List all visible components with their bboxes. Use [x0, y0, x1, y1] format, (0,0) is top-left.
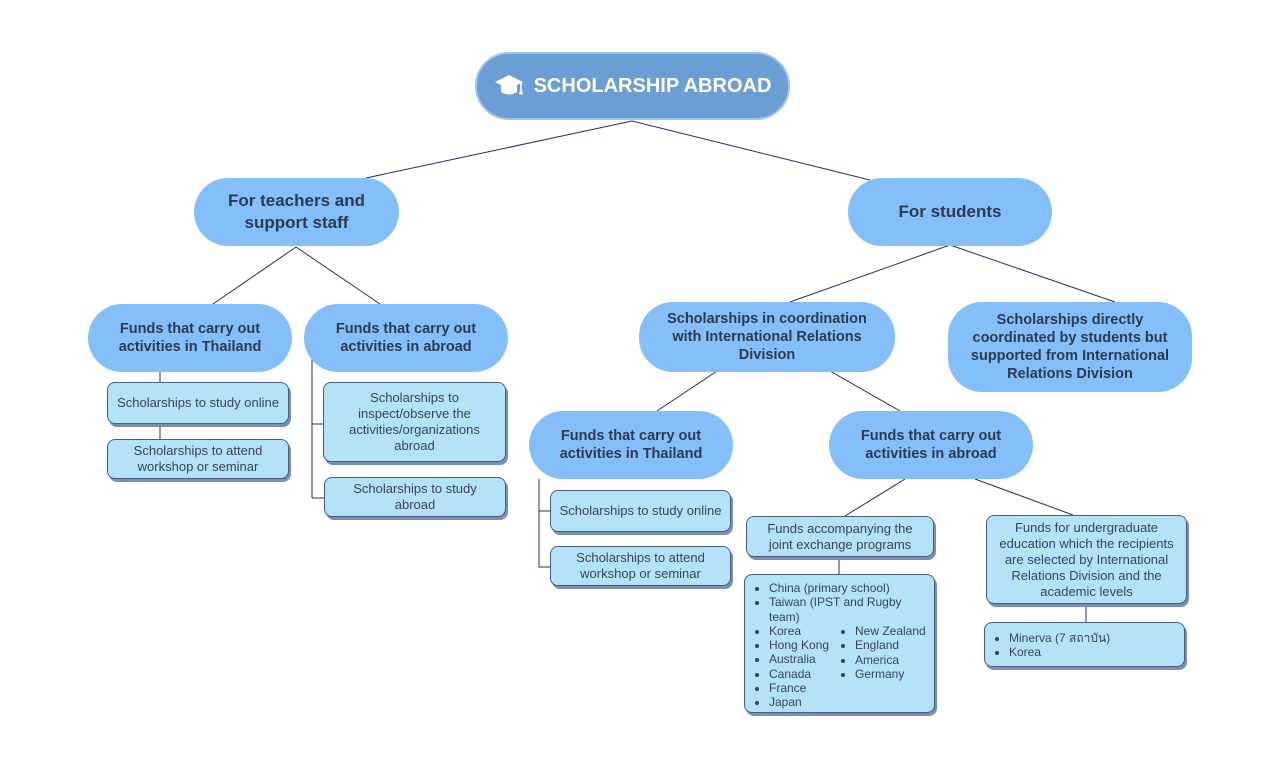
- country-item: Australia: [769, 652, 929, 666]
- students-thailand-node: Funds that carry out activities in Thail…: [529, 411, 733, 479]
- students-workshop-box: Scholarships to attend workshop or semin…: [550, 546, 731, 586]
- country-item: Hong Kong: [769, 638, 929, 652]
- undergraduate-item: Korea: [1009, 645, 1199, 659]
- teachers-node: For teachers and support staff: [194, 178, 399, 246]
- country-item: New Zealand: [855, 624, 955, 638]
- root-title: SCHOLARSHIP ABROAD: [533, 74, 772, 97]
- teachers-study-abroad-box: Scholarships to study abroad: [324, 477, 506, 517]
- country-item: Germany: [855, 667, 955, 681]
- teachers-abroad-node: Funds that carry out activities in abroa…: [304, 304, 508, 372]
- countries-list-col1: China (primary school) Taiwan (IPST and …: [745, 581, 929, 710]
- country-item: America: [855, 653, 955, 667]
- teachers-thailand-node: Funds that carry out activities in Thail…: [88, 304, 292, 372]
- country-item: Japan: [769, 695, 929, 709]
- country-item: China (primary school): [769, 581, 929, 595]
- students-node: For students: [848, 178, 1052, 246]
- students-study-online-box: Scholarships to study online: [550, 490, 731, 532]
- graduation-cap-icon: [494, 73, 524, 99]
- country-item: Korea: [769, 624, 929, 638]
- root-title-pill: SCHOLARSHIP ABROAD: [475, 52, 790, 120]
- country-item: France: [769, 681, 929, 695]
- teachers-study-online-box: Scholarships to study online: [107, 382, 289, 424]
- teachers-workshop-box: Scholarships to attend workshop or semin…: [107, 439, 289, 479]
- exchange-programs-box: Funds accompanying the joint exchange pr…: [746, 516, 934, 557]
- undergraduate-list: Minerva (7 สถาบัน) Korea: [985, 631, 1199, 660]
- students-abroad-node: Funds that carry out activities in abroa…: [829, 411, 1033, 479]
- country-item: Taiwan (IPST and Rugby team): [769, 595, 929, 624]
- undergraduate-funds-box: Funds for undergraduate education which …: [986, 515, 1187, 604]
- students-coordination-node: Scholarships in coordination with Intern…: [639, 302, 895, 372]
- undergraduate-item: Minerva (7 สถาบัน): [1009, 631, 1199, 645]
- countries-list-col2: New Zealand England America Germany: [831, 624, 955, 681]
- undergraduate-list-box: Minerva (7 สถาบัน) Korea: [984, 622, 1185, 667]
- teachers-inspect-box: Scholarships to inspect/observe the acti…: [323, 382, 506, 462]
- exchange-countries-box: China (primary school) Taiwan (IPST and …: [744, 574, 935, 713]
- country-item: England: [855, 638, 955, 652]
- country-item: Canada: [769, 667, 929, 681]
- students-direct-node: Scholarships directly coordinated by stu…: [948, 302, 1192, 392]
